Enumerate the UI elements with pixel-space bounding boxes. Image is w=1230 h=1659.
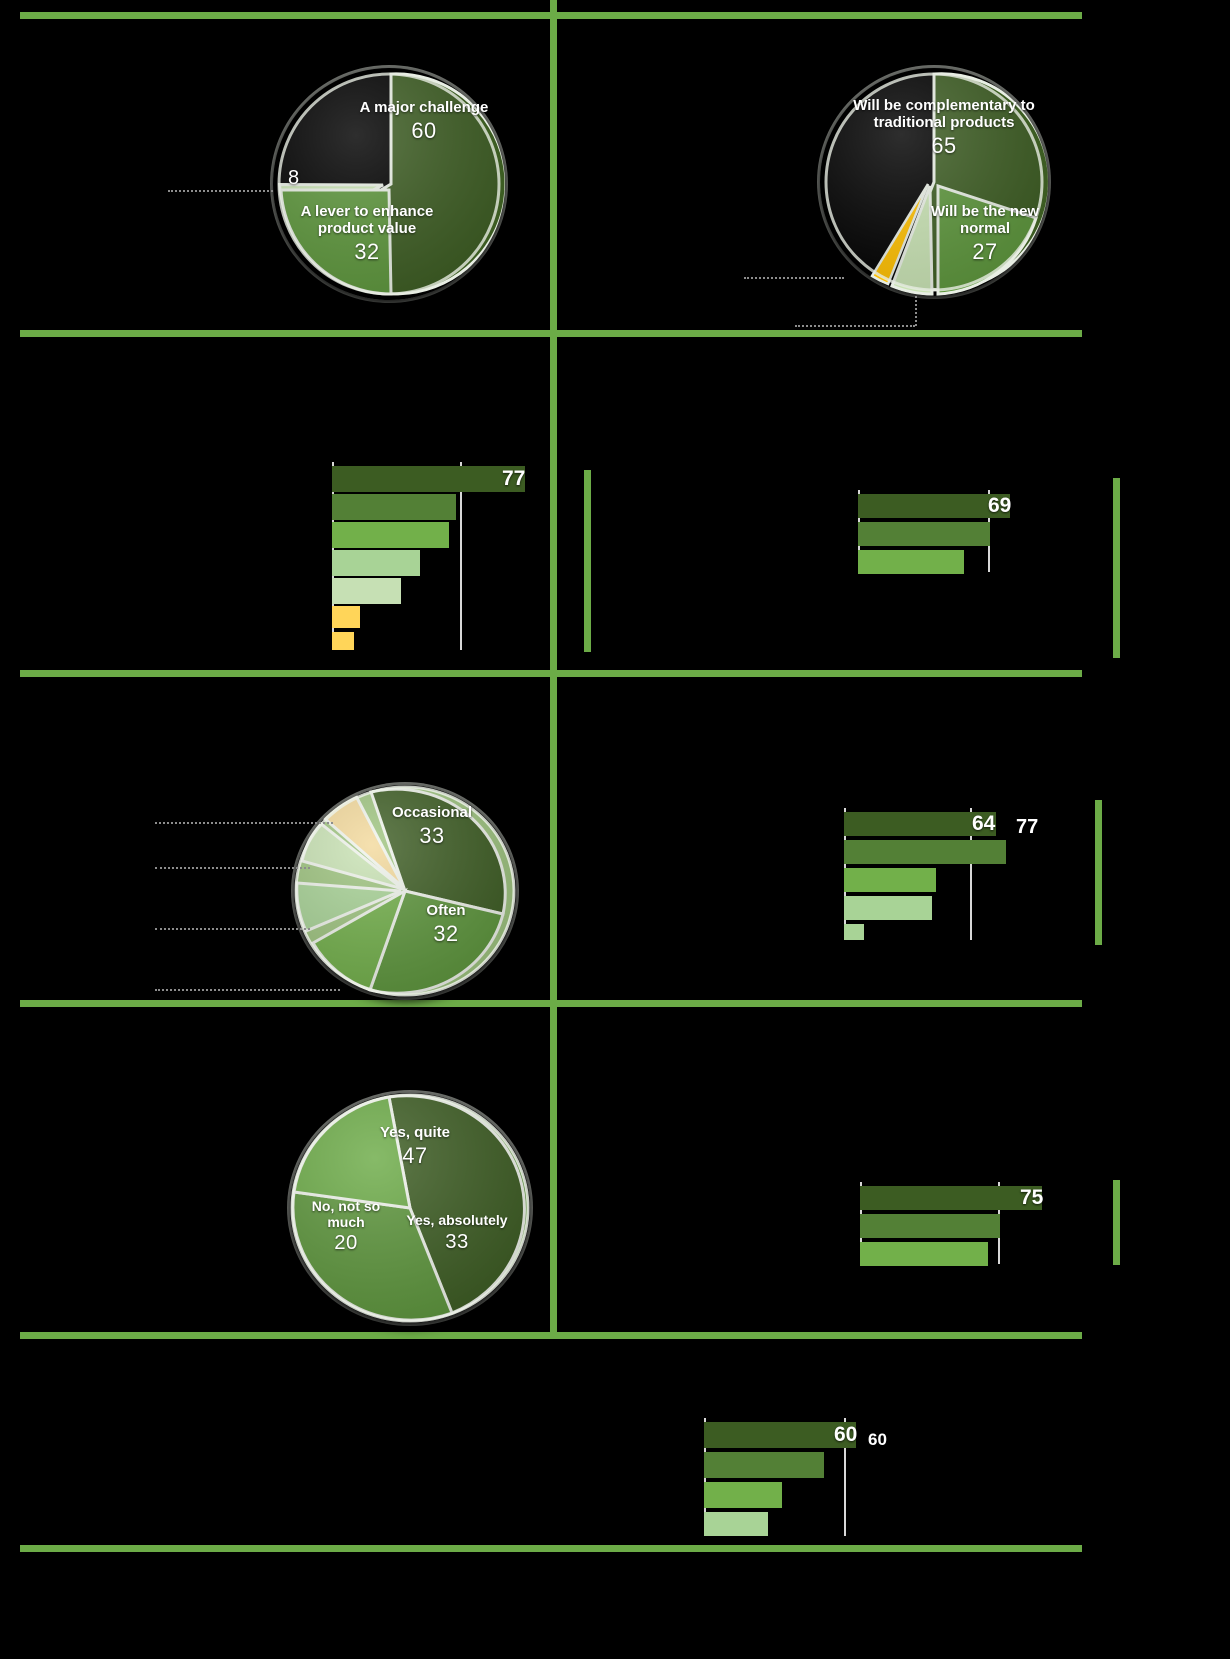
leader-line-future-pale — [744, 277, 844, 279]
bar-expectations-2 — [844, 840, 1006, 864]
bar-adoption-5 — [332, 578, 401, 604]
bar-adoption-7 — [332, 632, 354, 650]
bar-gridline-adoption — [460, 462, 462, 650]
leader-line-future-amber-riser — [915, 296, 917, 326]
bar-expectations-1 — [844, 812, 996, 836]
chart-trust: 75 — [860, 1182, 1120, 1266]
bar-expectations-4 — [844, 896, 932, 920]
table-row: 77 — [332, 466, 582, 492]
bar-adoption-6 — [332, 606, 360, 628]
column-divider-row4 — [550, 1007, 557, 1339]
table-row — [332, 606, 582, 628]
bar-expectations-5 — [844, 924, 864, 940]
table-row — [332, 494, 582, 520]
bar-trust-1 — [860, 1186, 1042, 1210]
table-row — [860, 1214, 1120, 1238]
table-row — [704, 1482, 994, 1508]
bar-trust-2 — [860, 1214, 1000, 1238]
chart-future-of-ai-products: Will be complementary to traditional pro… — [820, 68, 1048, 296]
accent-right-r3 — [1095, 800, 1102, 945]
table-row — [858, 522, 1118, 546]
table-row: 69 — [858, 494, 1118, 518]
accent-right-r4 — [1113, 1180, 1120, 1265]
chart-ai-as-challenge-or-lever: A major challenge 60 A lever to enhance … — [273, 68, 505, 300]
leader-line-challenge-8 — [168, 190, 273, 192]
bar-value-adoption-1: 77 — [502, 467, 526, 490]
bar-benefits-2 — [858, 522, 990, 546]
pie-graphic-future — [820, 68, 1048, 296]
bar-benefits-1 — [858, 494, 1010, 518]
pie-slice-value-eight: 8 — [288, 167, 300, 189]
pie-graphic-frequency — [294, 785, 516, 997]
table-row — [844, 868, 1114, 892]
table-row — [844, 924, 1114, 940]
bar-adoption-4 — [332, 550, 420, 576]
bar-benefits-3 — [858, 550, 964, 574]
bar-value-expectations-1: 64 — [972, 812, 996, 835]
leader-line-future-amber — [795, 325, 915, 327]
table-row — [332, 632, 582, 650]
pie-graphic-satisfaction — [290, 1093, 530, 1323]
table-row: 64 — [844, 812, 1114, 836]
chart-satisfaction: Yes, quite 47 No, not so much 20 Yes, ab… — [290, 1093, 530, 1323]
bar-value-trust-1: 75 — [1020, 1186, 1044, 1209]
table-row — [332, 550, 582, 576]
leader-line-frequency-4 — [155, 989, 340, 991]
chart-usage-frequency: Occasional 33 Often 32 — [294, 785, 516, 997]
bar-expectations-3 — [844, 868, 936, 892]
bar-value-priorities-1: 60 — [834, 1423, 858, 1446]
table-row — [844, 840, 1114, 864]
column-divider-row1 — [550, 0, 557, 336]
bar-adoption-1 — [332, 466, 525, 492]
bar-priorities-4 — [704, 1512, 768, 1536]
bar-adoption-2 — [332, 494, 456, 520]
bar-value-benefits-1: 69 — [988, 494, 1012, 517]
bar-trust-3 — [860, 1242, 988, 1266]
bar-priorities-1 — [704, 1422, 856, 1448]
divider-bottom — [20, 1545, 1082, 1552]
pie-graphic-challenge — [273, 68, 505, 300]
chart-adoption-drivers: 77 — [332, 462, 582, 652]
table-row — [704, 1452, 994, 1478]
column-divider-row3 — [550, 677, 557, 1007]
leader-line-frequency-2 — [155, 867, 310, 869]
bar-priorities-2 — [704, 1452, 824, 1478]
accent-right-r2 — [1113, 478, 1120, 658]
chart-expectations: 64 77 — [844, 808, 1114, 940]
table-row — [858, 550, 1118, 574]
bar-adoption-3 — [332, 522, 449, 548]
column-divider-row2 — [550, 337, 557, 677]
chart-benefits: 69 — [858, 490, 1118, 574]
bar-gridline-expectations — [970, 808, 972, 940]
bar-priorities-3 — [704, 1482, 782, 1508]
table-row — [860, 1242, 1120, 1266]
table-row: 60 — [704, 1422, 994, 1448]
accent-left-r2 — [584, 470, 591, 652]
bar-gridline-priorities — [844, 1418, 846, 1536]
table-row — [332, 522, 582, 548]
leader-line-frequency-1 — [155, 822, 333, 824]
table-row — [332, 578, 582, 604]
bar-floating-value-priorities: 60 — [868, 1430, 887, 1449]
table-row — [704, 1512, 994, 1536]
bar-floating-value-expectations: 77 — [1016, 816, 1039, 838]
table-row: 75 — [860, 1186, 1120, 1210]
chart-priorities: 60 60 — [704, 1418, 994, 1536]
leader-line-frequency-3 — [155, 928, 310, 930]
table-row — [844, 896, 1114, 920]
